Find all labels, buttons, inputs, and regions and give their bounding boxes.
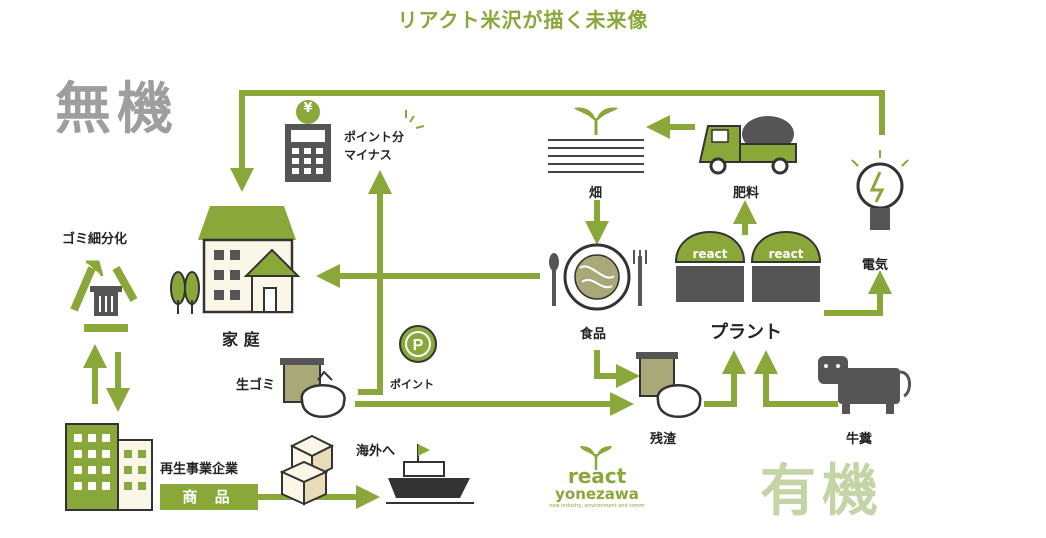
garbage-bin-icon [280, 358, 346, 418]
react-logo-icon [580, 446, 612, 470]
label-plant: プラント [710, 322, 782, 343]
label-product: 商 品 [160, 484, 258, 510]
label-recycling-company: 再生事業企業 [160, 462, 239, 477]
recycle-icon [70, 260, 138, 332]
truck-icon [698, 116, 797, 175]
label-electricity: 電気 [862, 258, 889, 273]
ship-icon [386, 444, 474, 504]
arrow-electricity-to-home [230, 90, 885, 192]
trash-can-icon [90, 286, 122, 316]
label-manure: 牛糞 [846, 432, 873, 447]
calculator-icon [285, 100, 331, 182]
label-residue: 残渣 [650, 432, 677, 447]
plant-domes-icon: react react [674, 231, 822, 302]
arrow-food-to-residue [594, 350, 640, 388]
plant-dome-label-left: react [692, 247, 727, 261]
house-icon [198, 206, 301, 314]
organic-zone-label: 有機 [760, 459, 884, 524]
label-sorting: ゴミ細分化 [62, 232, 128, 247]
label-raw-garbage: 生ゴミ [236, 378, 276, 393]
lightbulb-icon [851, 150, 909, 230]
arrow-manure-to-plant [754, 350, 838, 407]
label-overseas: 海外へ [356, 444, 396, 459]
spark-icon [405, 110, 425, 129]
inorganic-zone-label: 無機 [55, 77, 179, 142]
arrow-plant-to-electricity [824, 270, 892, 316]
arrow-point-to-calculator [358, 170, 392, 395]
label-fertilizer: 肥料 [733, 186, 760, 201]
plant-dome-label-right: react [768, 247, 803, 261]
buildings-icon [65, 423, 153, 511]
logo-name: react [567, 464, 627, 488]
flow-arrows [83, 90, 892, 509]
logo-sub: yonezawa [555, 485, 639, 503]
label-point-minus: ポイント分 マイナス [344, 130, 405, 162]
residue-bin-icon [636, 352, 702, 418]
tree-icon [170, 271, 200, 314]
label-food: 食品 [580, 327, 607, 342]
label-point: ポイント [390, 378, 434, 391]
label-home: 家 庭 [222, 330, 260, 349]
food-plate-icon [549, 243, 647, 311]
label-field: 畑 [589, 186, 603, 201]
point-coin-symbol: P [413, 337, 424, 354]
boxes-icon [279, 434, 335, 506]
diagram-title: リアクト米沢が描く未来像 [397, 8, 649, 32]
yen-symbol: ¥ [303, 101, 313, 116]
point-coin-icon: P [399, 325, 437, 363]
field-icon [548, 107, 644, 173]
logo-tagline: new industry, environment and comm [549, 503, 645, 509]
cow-icon [818, 356, 911, 414]
arrow-residue-to-plant [704, 350, 746, 407]
